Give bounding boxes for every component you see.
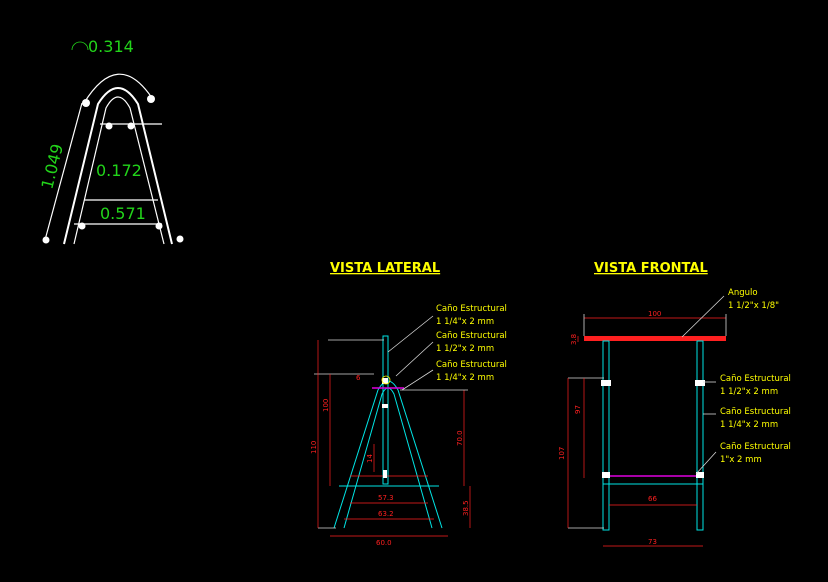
dim-right-total-label: 70.0 — [456, 430, 464, 446]
frontal-view: VISTA FRONTAL 100 3.8 107 97 66 73 — [558, 261, 791, 547]
arc-dimension: 0.314 — [88, 37, 134, 56]
lateral-leader-1 — [387, 315, 434, 353]
dim-top-small-label: 6 — [356, 374, 361, 382]
frontal-callout-2-line1: Caño Estructural — [720, 407, 791, 417]
dim-left-upper-label: 100 — [322, 399, 330, 412]
dim-mid-width-label: 63.2 — [378, 510, 394, 518]
frontal-callout-3-line2: 1"x 2 mm — [720, 455, 762, 465]
dim-left-upper-frontal-label: 97 — [574, 405, 582, 414]
bottom-dimension: 0.571 — [100, 204, 146, 223]
dim-top-thick-label: 3.8 — [570, 334, 578, 345]
frontal-leader-3 — [695, 451, 717, 475]
dim-base-width-label: 60.0 — [376, 539, 392, 547]
dim-inner-small-label: 14 — [366, 454, 374, 463]
middle-dimension: 0.172 — [96, 161, 142, 180]
frontal-callout-1-line2: 1 1/2"x 2 mm — [720, 387, 778, 397]
dim-left-total-label: 110 — [310, 441, 318, 454]
frontal-callout-3-line1: Caño Estructural — [720, 442, 791, 452]
lateral-callout-3-line1: Caño Estructural — [436, 360, 507, 370]
lateral-leader-2 — [395, 341, 434, 377]
lateral-callout-1-line1: Caño Estructural — [436, 304, 507, 314]
lateral-pin — [381, 375, 391, 385]
frontal-callouts: Angulo 1 1/2"x 1/8" Caño Estructural 1 1… — [720, 288, 791, 465]
side-dim-line — [44, 102, 83, 241]
frontal-title: VISTA FRONTAL — [594, 261, 708, 276]
frontal-leader-angle — [681, 295, 725, 338]
frontal-callout-2-line2: 1 1/4"x 2 mm — [720, 420, 778, 430]
lateral-leader-3 — [401, 369, 434, 391]
frontal-bolts — [601, 380, 705, 478]
frontal-top-angle — [584, 336, 726, 341]
top-arc — [83, 73, 153, 104]
dim-base-width-frontal-label: 73 — [648, 538, 657, 546]
dim-top-width-label: 100 — [648, 310, 661, 318]
lateral-callouts: Caño Estructural 1 1/4"x 2 mm Caño Estru… — [436, 304, 507, 383]
frontal-right-leg — [696, 340, 704, 531]
lateral-title: VISTA LATERAL — [330, 261, 440, 276]
frontal-angle-line2: 1 1/2"x 1/8" — [728, 301, 779, 311]
trestle-sketch: 0.314 0.172 0.571 1.049 — [37, 37, 184, 245]
frontal-angle-line1: Angulo — [728, 288, 758, 298]
frontal-left-leg — [602, 340, 610, 531]
lateral-bolts — [382, 378, 388, 478]
outer-frame — [63, 87, 173, 245]
dim-right-lower-label: 38.5 — [462, 500, 470, 516]
dim-inner-width-label: 57.3 — [378, 494, 394, 502]
dim-inner-width-frontal-label: 66 — [648, 495, 657, 503]
lateral-callout-2-line1: Caño Estructural — [436, 331, 507, 341]
arc-symbol — [71, 41, 89, 51]
frontal-callout-1-line1: Caño Estructural — [720, 374, 791, 384]
dim-left-total-frontal-label: 107 — [558, 447, 566, 460]
side-dimension: 1.049 — [37, 142, 67, 191]
lateral-center-post — [382, 335, 389, 485]
inner-frame — [73, 96, 165, 245]
lateral-callout-1-line2: 1 1/4"x 2 mm — [436, 317, 494, 327]
lateral-callout-3-line2: 1 1/4"x 2 mm — [436, 373, 494, 383]
lateral-view: VISTA LATERAL 110 100 14 6 70.0 38.5 — [310, 261, 507, 547]
node-points — [42, 95, 184, 244]
lateral-callout-2-line2: 1 1/2"x 2 mm — [436, 344, 494, 354]
